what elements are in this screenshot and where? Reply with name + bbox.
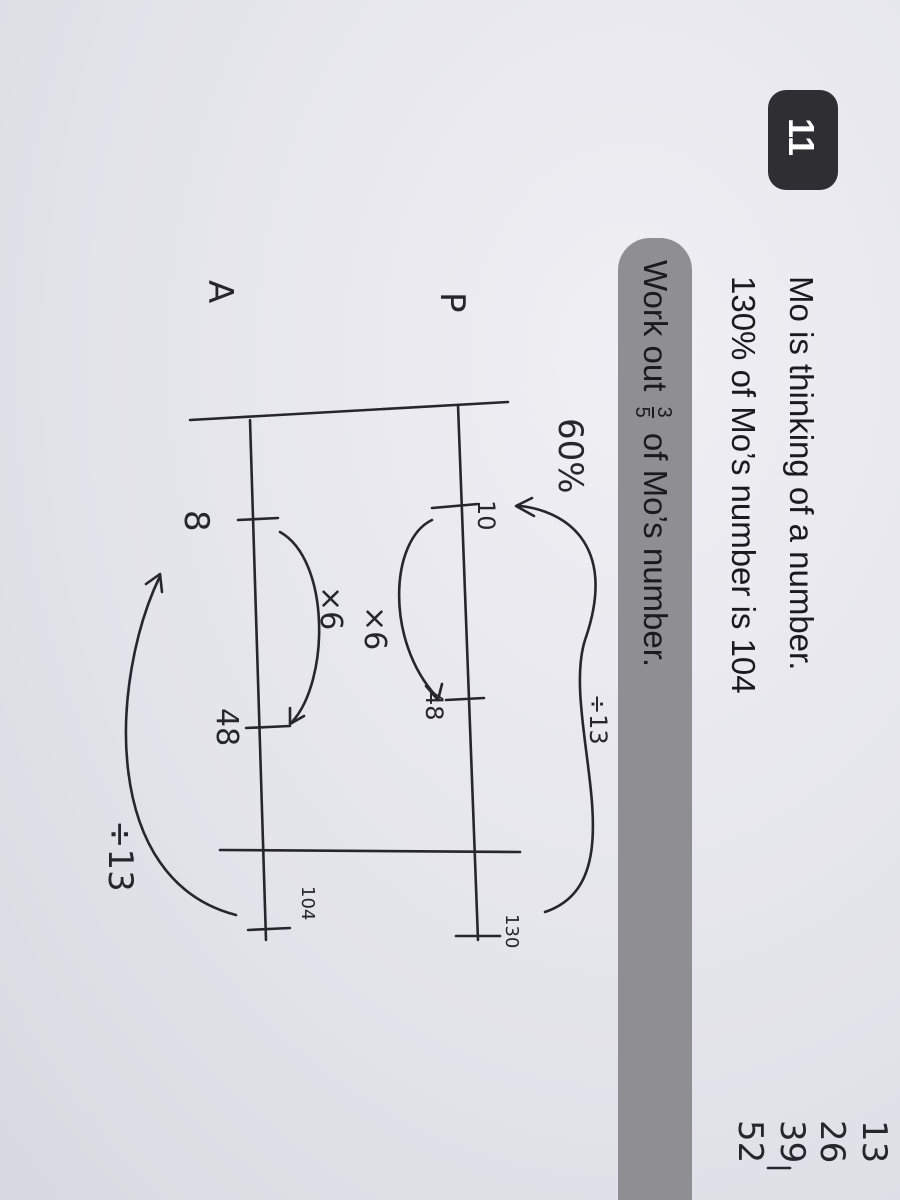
task-banner [618,238,692,1200]
arrow-x6-upper [424,682,444,702]
label-p: P [432,292,472,313]
box-bottom-line [218,848,522,854]
arc-div13-top [518,504,597,914]
tick-a-104 [246,926,292,932]
value-a-8: 8 [176,510,216,532]
arrow-div13-bottom [144,572,164,594]
arc-x6-upper [397,518,438,698]
side-list-item: 26 [812,1120,852,1164]
tick-a-48 [244,724,292,730]
label-a: A [200,280,240,304]
arc-x6-lower [278,530,321,724]
question-number-badge [768,90,838,190]
value-p-10: 10 [472,500,500,531]
value-a-48: 48 [209,708,244,747]
side-list-item: 52 [730,1120,770,1164]
label-x6-upper: ×6 [357,606,392,651]
label-div13-bottom: ÷13 [100,820,140,892]
arrow-x6-lower [288,706,306,726]
label-div13-top: ÷13 [584,694,612,745]
tick-p-48 [444,696,486,702]
box-top-line [188,400,510,422]
value-p-48: 48 [420,690,448,721]
arrow-div13-top [514,496,536,518]
value-p-130: 130 [501,914,522,949]
tick-a-8 [236,516,280,522]
arc-div13-bottom [124,574,238,917]
value-a-104: 104 [297,886,318,921]
tick-p-10 [430,502,480,510]
percent-note: 60% [550,418,590,494]
side-list-item: 13 [854,1120,894,1164]
side-list-item: 39 [772,1120,812,1164]
label-x6-lower: ×6 [313,586,348,631]
number-line-p [456,403,480,942]
number-line-a [248,418,268,942]
